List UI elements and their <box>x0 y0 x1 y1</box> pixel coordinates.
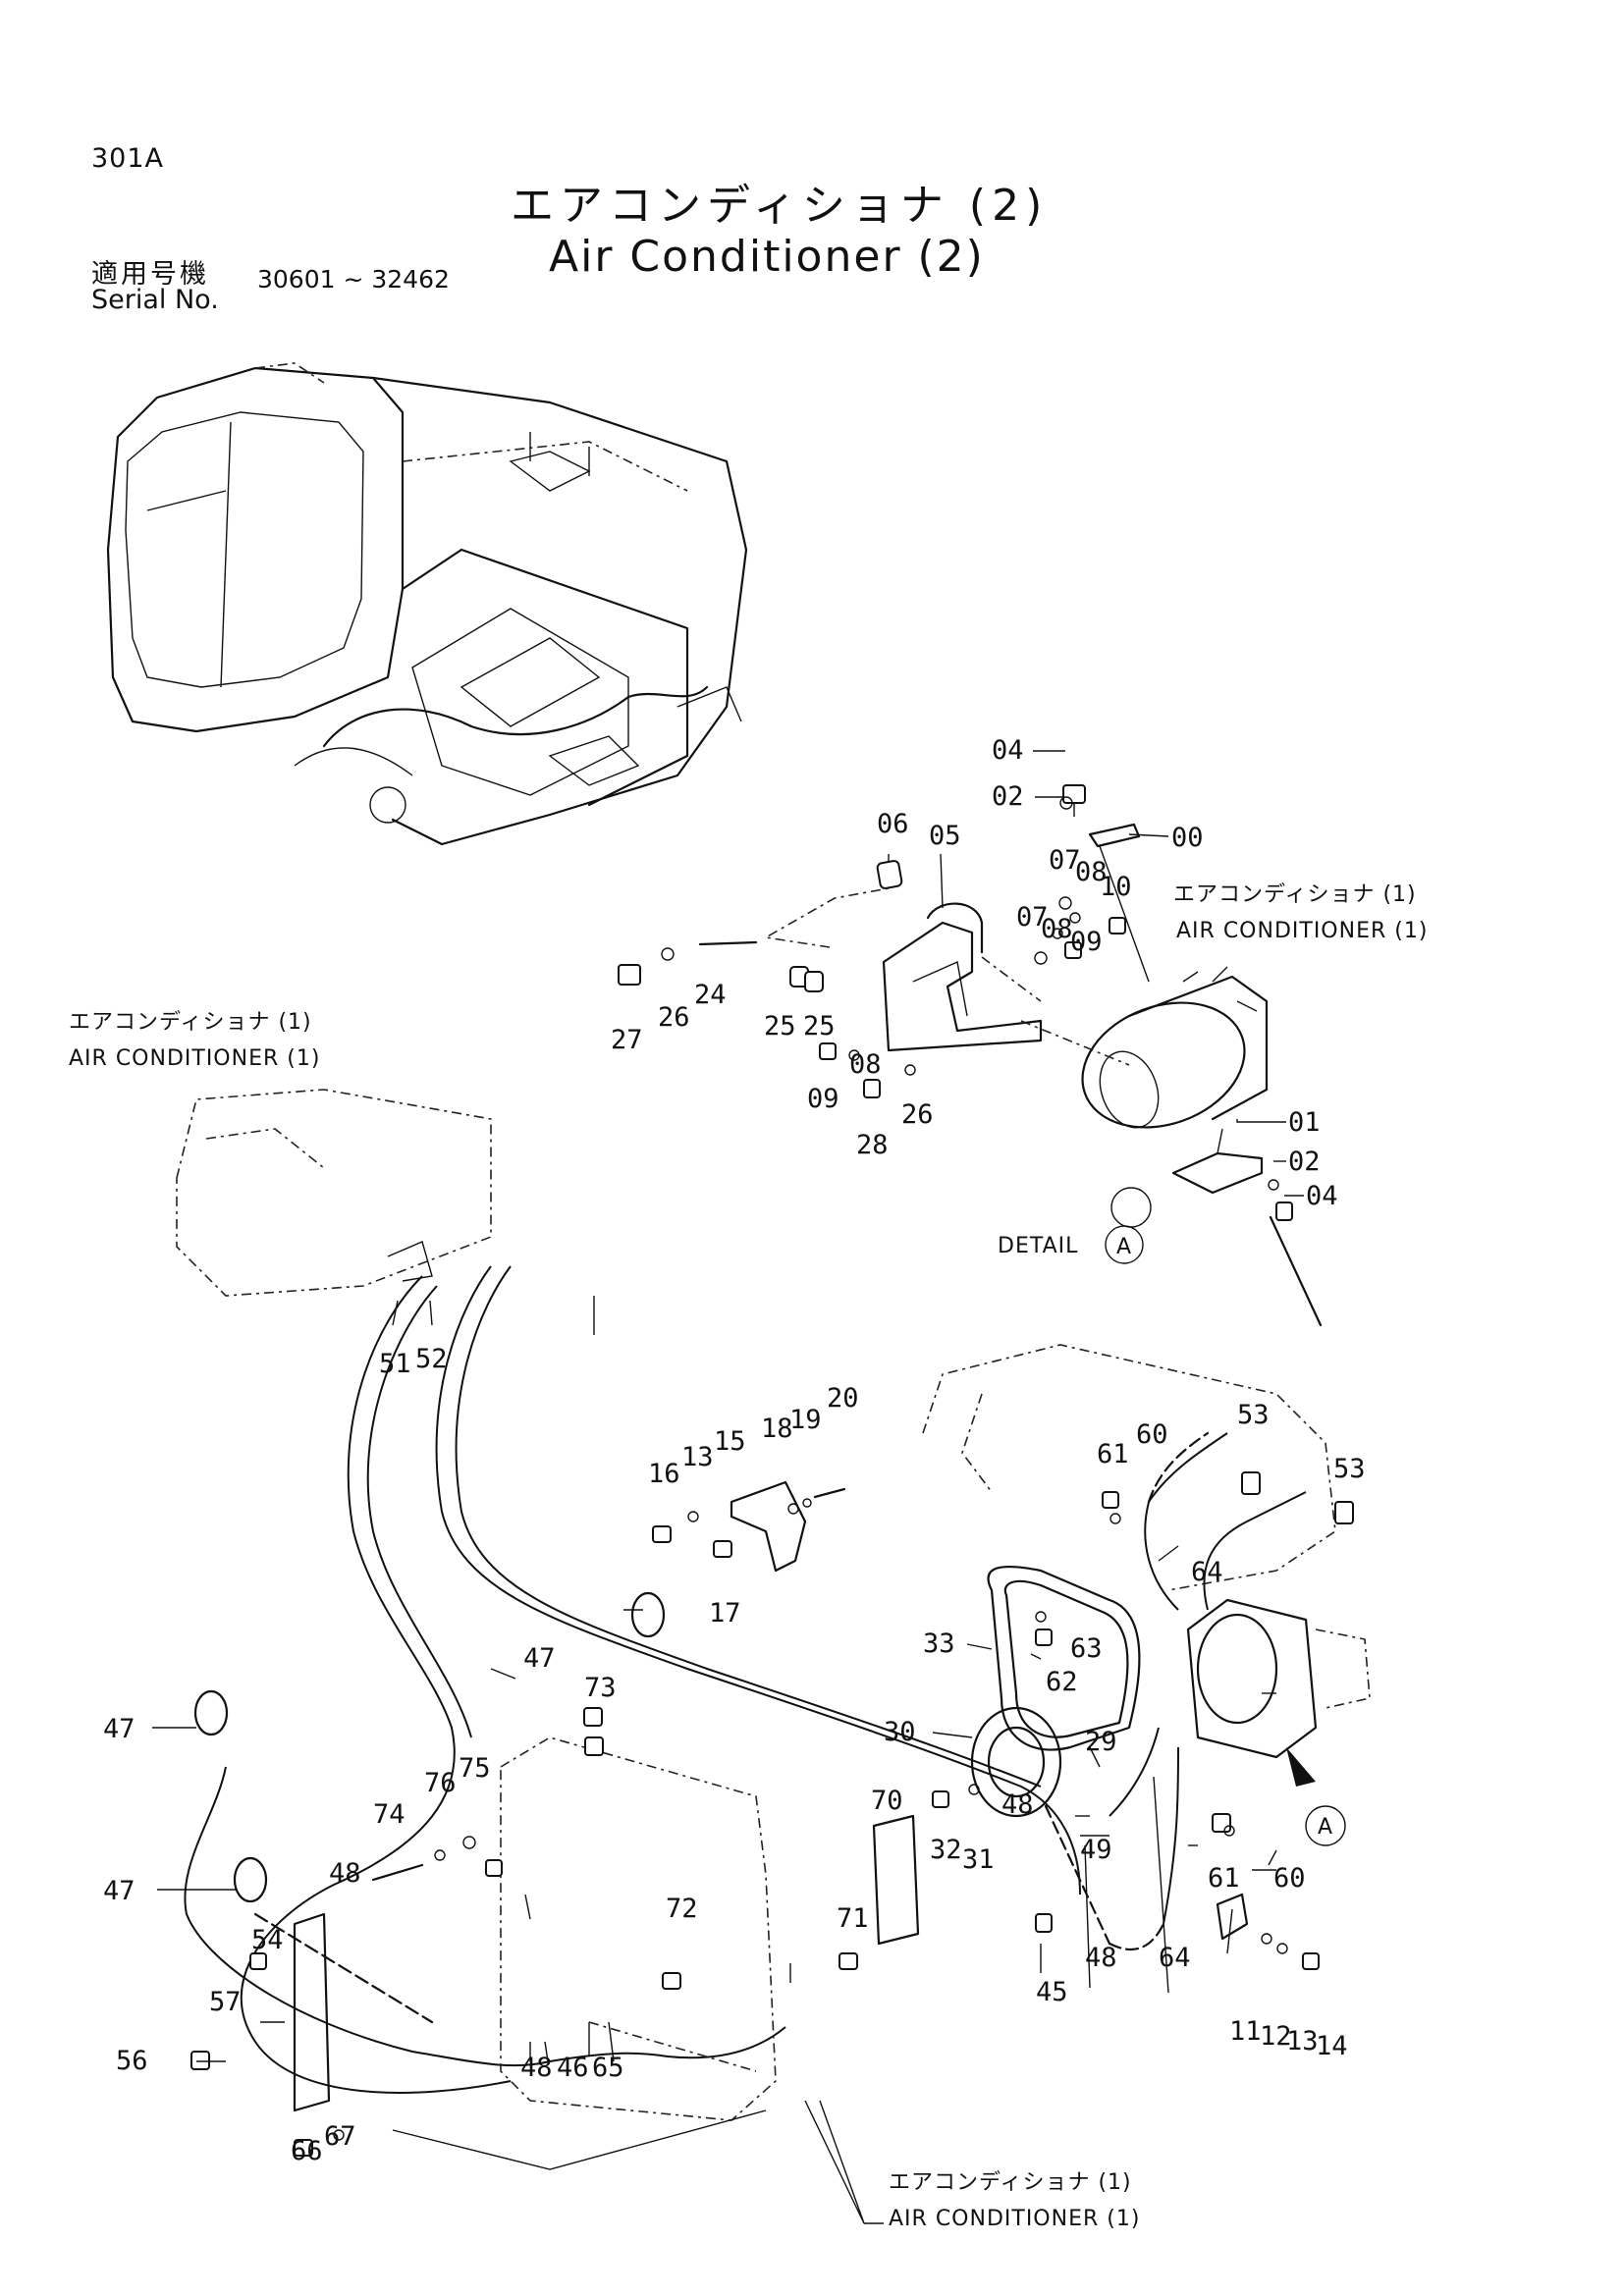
callout-70: 70 <box>871 1786 903 1816</box>
reference-ac1-top-en: AIR CONDITIONER (1) <box>1176 919 1428 943</box>
main-assembly-illustration <box>176 1089 1371 2170</box>
callout-76: 76 <box>424 1768 457 1798</box>
detail-a-illustration <box>618 784 1323 1327</box>
callout-12: 12 <box>1260 2021 1292 2052</box>
callout-31: 31 <box>962 1844 995 1875</box>
callout-60: 60 <box>1273 1863 1306 1894</box>
title-japanese: エアコンディショナ (2) <box>511 181 1049 231</box>
callout-33: 33 <box>923 1629 955 1659</box>
callout-73: 73 <box>584 1673 617 1703</box>
callout-56: 56 <box>116 2046 148 2076</box>
callout-04: 04 <box>992 735 1024 766</box>
callout-66: 66 <box>291 2136 323 2166</box>
callout-numbers: 04 02 00 06 05 07 08 10 07 08 09 27 26 2… <box>103 735 1366 2166</box>
callout-62: 62 <box>1046 1667 1078 1697</box>
callout-09: 09 <box>1070 927 1103 957</box>
callout-10: 10 <box>1100 872 1132 902</box>
serial-label-english: Serial No. <box>91 285 219 315</box>
callout-00: 00 <box>1171 823 1204 853</box>
callout-19: 19 <box>789 1405 822 1435</box>
callout-13: 13 <box>681 1442 714 1472</box>
callout-18: 18 <box>761 1414 793 1444</box>
callout-07: 07 <box>1016 902 1049 933</box>
serial-label-japanese: 適用号機 <box>91 259 209 290</box>
callout-64: 64 <box>1159 1943 1191 1973</box>
callout-65: 65 <box>592 2053 624 2083</box>
reference-ac1-top-jp: エアコンディショナ (1) <box>1173 882 1417 907</box>
callout-09: 09 <box>807 1084 839 1114</box>
detail-a-label: DETAIL <box>998 1234 1078 1258</box>
callout-64: 64 <box>1191 1557 1223 1587</box>
callout-17: 17 <box>709 1598 741 1629</box>
callout-06: 06 <box>877 809 909 839</box>
callout-53: 53 <box>1333 1454 1366 1484</box>
callout-16: 16 <box>648 1459 680 1489</box>
callout-72: 72 <box>666 1894 698 1924</box>
callout-53: 53 <box>1237 1400 1270 1430</box>
callout-14: 14 <box>1316 2031 1348 2061</box>
callout-71: 71 <box>837 1903 869 1934</box>
callout-57: 57 <box>209 1987 242 2017</box>
reference-ac1-left-jp: エアコンディショナ (1) <box>69 1010 312 1035</box>
callout-32: 32 <box>930 1835 962 1865</box>
callout-75: 75 <box>459 1753 491 1784</box>
callout-13: 13 <box>1286 2026 1319 2056</box>
callout-08: 08 <box>1041 914 1073 944</box>
callout-26: 26 <box>901 1099 934 1130</box>
callout-63: 63 <box>1070 1633 1103 1664</box>
callout-05: 05 <box>929 821 961 851</box>
callout-51: 51 <box>379 1349 411 1379</box>
callout-01: 01 <box>1288 1107 1321 1138</box>
callout-28: 28 <box>856 1130 889 1160</box>
callout-08: 08 <box>1075 857 1108 887</box>
excavator-overview-illustration <box>106 362 748 846</box>
leader-lines <box>152 750 1304 2224</box>
callout-04: 04 <box>1306 1181 1338 1211</box>
callout-46: 46 <box>557 2053 589 2083</box>
callout-52: 52 <box>415 1344 448 1374</box>
callout-25: 25 <box>764 1011 796 1041</box>
detail-a-letter: A <box>1116 1235 1132 1259</box>
callout-29: 29 <box>1085 1727 1117 1757</box>
callout-47: 47 <box>103 1876 135 1906</box>
detail-a-badge <box>1105 1225 1144 1264</box>
reference-ac1-bottom-en: AIR CONDITIONER (1) <box>889 2207 1140 2231</box>
callout-74: 74 <box>373 1799 406 1830</box>
callout-20: 20 <box>827 1383 859 1414</box>
callout-02: 02 <box>992 781 1024 812</box>
title-english: Air Conditioner (2) <box>549 232 985 282</box>
callout-02: 02 <box>1288 1147 1321 1177</box>
callout-61: 61 <box>1208 1863 1240 1894</box>
callout-07: 07 <box>1049 845 1081 876</box>
callout-24: 24 <box>694 980 727 1010</box>
callout-11: 11 <box>1229 2016 1262 2047</box>
reference-ac1-left-en: AIR CONDITIONER (1) <box>69 1046 320 1071</box>
callout-47: 47 <box>103 1714 135 1744</box>
callout-48: 48 <box>329 1858 361 1889</box>
callout-45: 45 <box>1036 1977 1068 2007</box>
callout-26: 26 <box>658 1002 690 1033</box>
callout-49: 49 <box>1080 1835 1112 1865</box>
callout-61: 61 <box>1097 1439 1129 1469</box>
callout-48: 48 <box>520 2053 553 2083</box>
callout-48: 48 <box>1085 1943 1117 1973</box>
reference-ac1-bottom-jp: エアコンディショナ (1) <box>889 2170 1132 2195</box>
callout-08: 08 <box>849 1049 882 1080</box>
callout-47: 47 <box>523 1643 556 1674</box>
view-pointer-letter: A <box>1318 1815 1333 1840</box>
callout-25: 25 <box>803 1011 836 1041</box>
callout-60: 60 <box>1136 1419 1168 1450</box>
callout-48: 48 <box>1001 1789 1034 1820</box>
callout-15: 15 <box>714 1426 746 1457</box>
callout-67: 67 <box>324 2121 356 2152</box>
callout-27: 27 <box>611 1025 643 1055</box>
callout-54: 54 <box>251 1925 284 1955</box>
serial-range: 30601 ~ 32462 <box>257 265 450 294</box>
page-number: 301A <box>91 143 165 174</box>
callout-30: 30 <box>884 1717 916 1747</box>
